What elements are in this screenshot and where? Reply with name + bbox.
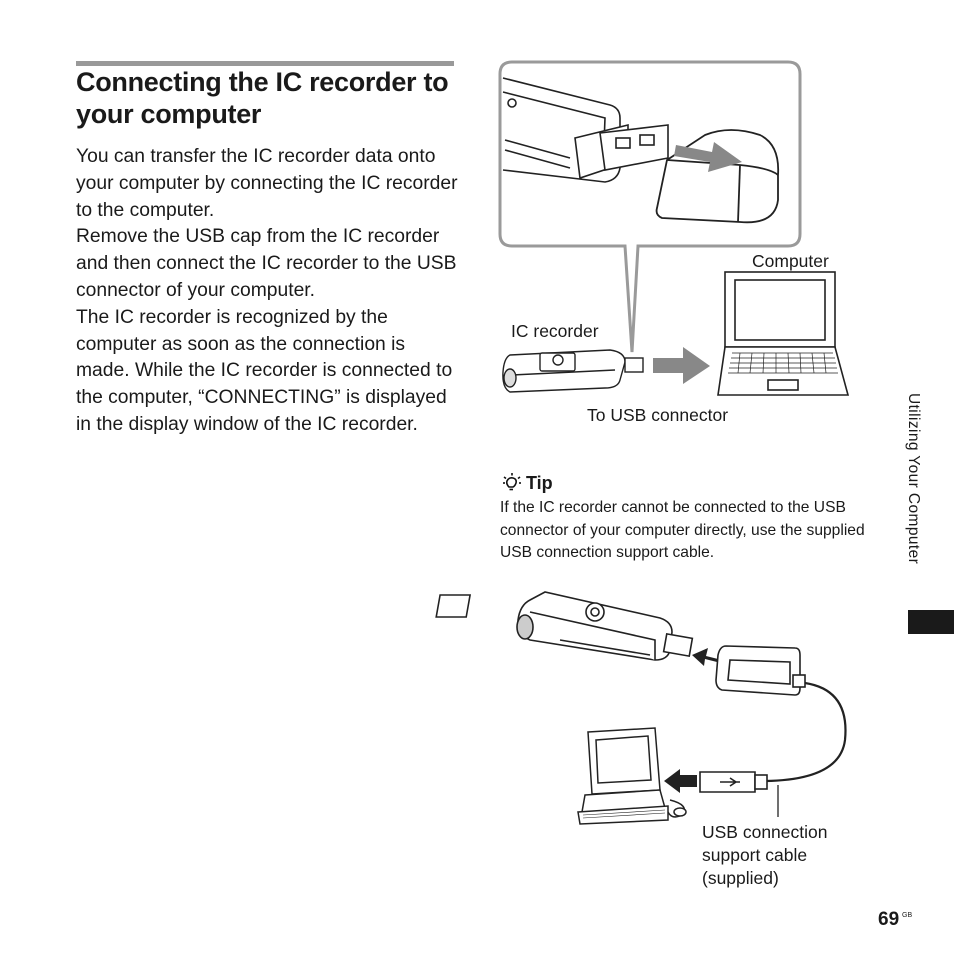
usb-adapter [699,645,847,793]
label-cable-line1: USB connection [702,822,828,842]
desktop-computer [577,727,687,825]
body-text: You can transfer the IC recorder data on… [76,144,461,439]
tip-text: If the IC recorder cannot be connected t… [500,499,865,561]
arrow-left-icon [664,769,697,793]
label-computer: Computer [752,251,829,271]
ic-recorder-small [502,349,644,393]
paragraph: Remove the USB cap from the IC recorder … [76,226,457,301]
ic-recorder-closeup [502,77,669,183]
page-number: 69 [878,909,900,930]
label-cable-line2: support cable [702,845,808,865]
arrow-right-icon [674,142,742,172]
laptop-computer [717,271,850,396]
label-usb-connector: To USB connector [587,405,729,425]
lightbulb-tip-icon [503,473,521,491]
tip-title: Tip [526,472,553,493]
section-rule [76,61,454,66]
arrow-right-icon [653,347,710,384]
side-tab-label: Utilizing Your Computer [905,393,922,565]
ic-recorder-large [435,591,694,661]
label-ic-recorder: IC recorder [511,321,599,341]
usb-cap [655,129,780,224]
paragraph: The IC recorder is recognized by the com… [76,306,453,435]
page-region-code: GB [902,912,913,919]
tip-heading: Tip [502,472,553,494]
callout-bubble [498,60,802,353]
label-cable-line3: (supplied) [702,868,779,888]
side-tab-marker [908,610,954,634]
page-title: Connecting the IC recorder to your compu… [76,67,449,129]
arrow-left-icon [692,648,722,666]
paragraph: You can transfer the IC recorder data on… [76,146,458,221]
